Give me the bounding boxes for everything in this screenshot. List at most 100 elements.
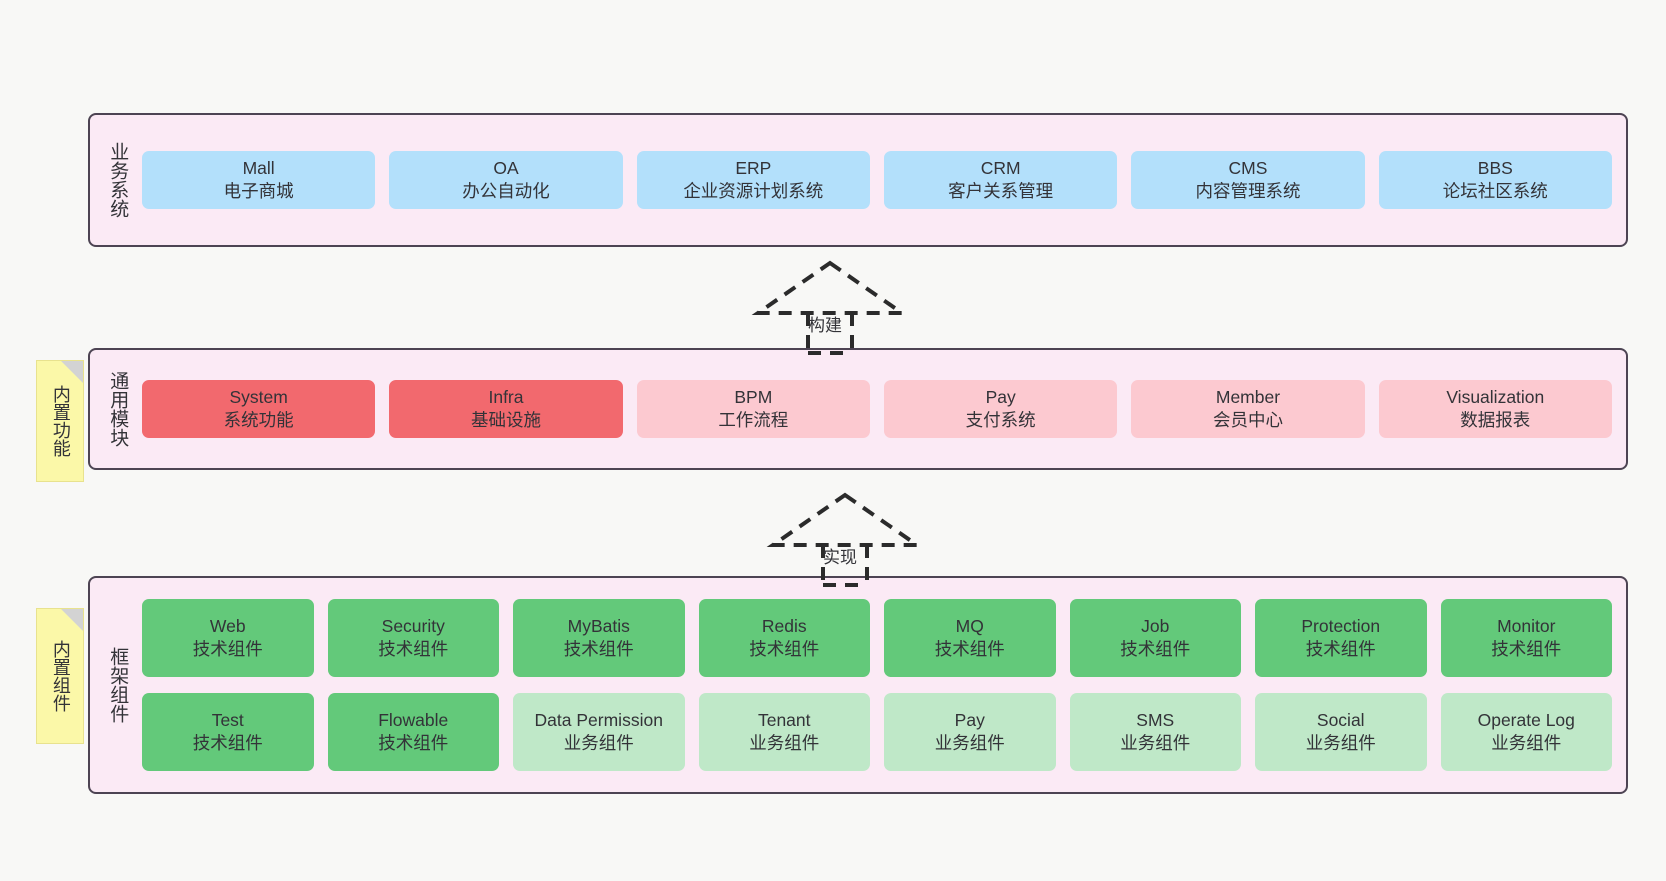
node-mybatis[interactable]: MyBatis 技术组件 xyxy=(513,599,685,677)
node-title: Social xyxy=(1316,709,1365,730)
node-subtitle: 技术组件 xyxy=(192,733,263,753)
node-title: Visualization xyxy=(1446,386,1545,407)
node-erp[interactable]: ERP 企业资源计划系统 xyxy=(636,150,870,210)
node-pay-business[interactable]: Pay 业务组件 xyxy=(884,693,1056,771)
node-title: CMS xyxy=(1228,157,1268,178)
node-bpm[interactable]: BPM 工作流程 xyxy=(636,379,870,439)
layer-body-common: System 系统功能 Infra 基础设施 BPM 工作流程 Pay 支付系统… xyxy=(134,350,1626,468)
node-row: Web 技术组件 Security 技术组件 MyBatis 技术组件 Redi… xyxy=(142,599,1612,677)
node-subtitle: 客户关系管理 xyxy=(948,181,1054,201)
node-oa[interactable]: OA 办公自动化 xyxy=(389,150,623,210)
layer-body-business: Mall 电子商城 OA 办公自动化 ERP 企业资源计划系统 CRM 客户关系… xyxy=(134,115,1626,245)
node-tenant[interactable]: Tenant 业务组件 xyxy=(698,693,870,771)
node-subtitle: 基础设施 xyxy=(470,410,541,430)
connector-build-arrow xyxy=(751,260,909,355)
node-subtitle: 业务组件 xyxy=(749,733,820,753)
node-title: BBS xyxy=(1477,157,1513,178)
node-subtitle: 技术组件 xyxy=(1305,639,1376,659)
layer-title-business: 业务系统 xyxy=(107,142,129,218)
node-pay[interactable]: Pay 支付系统 xyxy=(883,379,1118,439)
node-member[interactable]: Member 会员中心 xyxy=(1131,379,1365,439)
node-subtitle: 技术组件 xyxy=(1491,639,1562,659)
node-subtitle: 工作流程 xyxy=(718,410,789,430)
sticky-fold-corner xyxy=(61,609,83,631)
layer-business-system: 业务系统 Mall 电子商城 OA 办公自动化 ERP 企业资源计划系统 CRM… xyxy=(88,113,1628,247)
connector-build-label: 构建 xyxy=(808,316,842,335)
node-title: Tenant xyxy=(757,709,811,730)
node-title: OA xyxy=(493,157,519,178)
node-title: SMS xyxy=(1136,709,1175,730)
node-subtitle: 技术组件 xyxy=(749,639,820,659)
node-redis[interactable]: Redis 技术组件 xyxy=(698,599,870,677)
node-title: Web xyxy=(209,615,246,636)
layer-framework-component: 框架组件 Web 技术组件 Security 技术组件 MyBatis 技术组件… xyxy=(88,576,1628,794)
node-title: ERP xyxy=(735,157,772,178)
layer-body-framework: Web 技术组件 Security 技术组件 MyBatis 技术组件 Redi… xyxy=(134,578,1626,792)
node-title: MQ xyxy=(955,615,984,636)
node-protection[interactable]: Protection 技术组件 xyxy=(1255,599,1427,677)
node-row: System 系统功能 Infra 基础设施 BPM 工作流程 Pay 支付系统… xyxy=(142,379,1612,439)
node-mall[interactable]: Mall 电子商城 xyxy=(142,150,376,210)
node-title: Operate Log xyxy=(1477,709,1575,730)
node-title: MyBatis xyxy=(567,615,630,636)
node-security[interactable]: Security 技术组件 xyxy=(327,599,499,677)
node-title: Member xyxy=(1215,386,1281,407)
node-subtitle: 技术组件 xyxy=(934,639,1005,659)
node-subtitle: 业务组件 xyxy=(563,733,634,753)
node-subtitle: 业务组件 xyxy=(1120,733,1191,753)
sticky-label: 内置功能 xyxy=(50,385,71,457)
node-title: Monitor xyxy=(1497,615,1556,636)
node-infra[interactable]: Infra 基础设施 xyxy=(389,379,623,439)
node-title: Job xyxy=(1141,615,1170,636)
connector-realize: 实现 xyxy=(765,487,925,587)
node-subtitle: 系统功能 xyxy=(223,410,294,430)
node-mq[interactable]: MQ 技术组件 xyxy=(884,599,1056,677)
node-title: Pay xyxy=(954,709,985,730)
node-title: Test xyxy=(211,709,244,730)
node-subtitle: 业务组件 xyxy=(934,733,1005,753)
node-bbs[interactable]: BBS 论坛社区系统 xyxy=(1378,150,1612,210)
node-flowable[interactable]: Flowable 技术组件 xyxy=(327,693,499,771)
node-visualization[interactable]: Visualization 数据报表 xyxy=(1378,379,1612,439)
node-monitor[interactable]: Monitor 技术组件 xyxy=(1440,599,1612,677)
node-system[interactable]: System 系统功能 xyxy=(142,379,376,439)
connector-build: 构建 xyxy=(750,255,910,355)
node-title: Protection xyxy=(1301,615,1381,636)
connector-realize-label: 实现 xyxy=(823,548,857,567)
node-title: Security xyxy=(381,615,445,636)
node-subtitle: 办公自动化 xyxy=(462,181,550,201)
node-subtitle: 内容管理系统 xyxy=(1195,181,1301,201)
node-title: Redis xyxy=(761,615,807,636)
node-subtitle: 技术组件 xyxy=(563,639,634,659)
node-job[interactable]: Job 技术组件 xyxy=(1069,599,1241,677)
connector-realize-arrow xyxy=(766,492,924,587)
node-title: Flowable xyxy=(378,709,449,730)
node-web[interactable]: Web 技术组件 xyxy=(142,599,314,677)
node-crm[interactable]: CRM 客户关系管理 xyxy=(883,150,1118,210)
node-data-permission[interactable]: Data Permission 业务组件 xyxy=(513,693,685,771)
node-title: Pay xyxy=(985,386,1016,407)
node-title: Data Permission xyxy=(534,709,663,730)
node-sms[interactable]: SMS 业务组件 xyxy=(1069,693,1241,771)
node-social[interactable]: Social 业务组件 xyxy=(1255,693,1427,771)
node-subtitle: 支付系统 xyxy=(965,410,1036,430)
node-row: Test 技术组件 Flowable 技术组件 Data Permission … xyxy=(142,693,1612,771)
node-row: Mall 电子商城 OA 办公自动化 ERP 企业资源计划系统 CRM 客户关系… xyxy=(142,150,1612,210)
node-subtitle: 业务组件 xyxy=(1491,733,1562,753)
node-title: BPM xyxy=(734,386,773,407)
node-subtitle: 技术组件 xyxy=(378,639,449,659)
node-operate-log[interactable]: Operate Log 业务组件 xyxy=(1440,693,1612,771)
sticky-fold-corner xyxy=(61,361,83,383)
node-subtitle: 数据报表 xyxy=(1460,410,1531,430)
node-test[interactable]: Test 技术组件 xyxy=(142,693,314,771)
node-cms[interactable]: CMS 内容管理系统 xyxy=(1131,150,1365,210)
sticky-note-builtin-functions: 内置功能 xyxy=(36,360,84,482)
layer-title-framework: 框架组件 xyxy=(107,647,129,723)
node-subtitle: 技术组件 xyxy=(1120,639,1191,659)
node-subtitle: 业务组件 xyxy=(1305,733,1376,753)
node-title: Infra xyxy=(488,386,524,407)
node-subtitle: 会员中心 xyxy=(1212,410,1283,430)
sticky-note-builtin-components: 内置组件 xyxy=(36,608,84,744)
node-subtitle: 电子商城 xyxy=(223,181,294,201)
